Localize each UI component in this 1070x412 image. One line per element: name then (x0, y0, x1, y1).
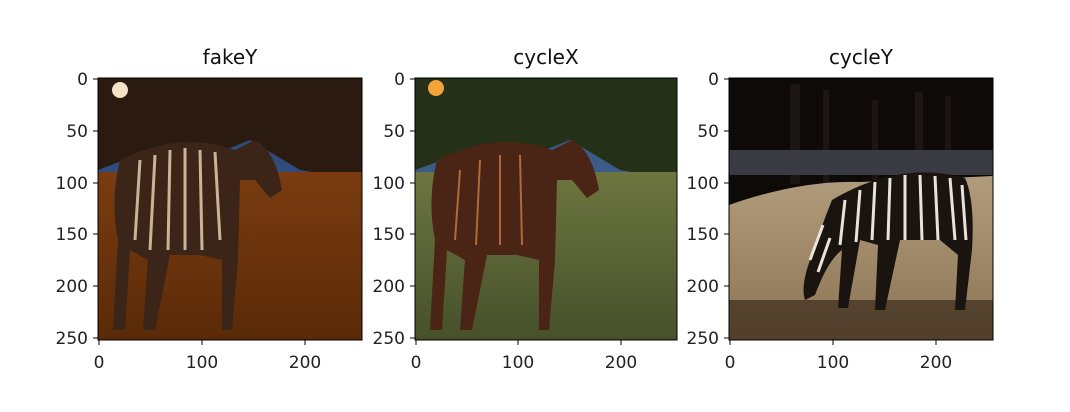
foreground-shadow (729, 300, 993, 340)
y-ticks (724, 78, 729, 339)
zebra-grazing (803, 172, 973, 310)
tree-line (98, 78, 362, 180)
x-tick-labels: 0 100 200 (94, 353, 322, 373)
x-tick-labels: 0 100 200 (411, 353, 638, 373)
fence-posts (790, 84, 951, 185)
y-tick-labels: 0 50 100 150 200 250 (687, 70, 719, 349)
zebra-body (803, 172, 973, 310)
x-ticks (98, 340, 306, 345)
y-tick-label: 250 (687, 329, 719, 349)
zebra-stripes (133, 148, 222, 251)
y-ticks (410, 78, 415, 339)
photo-cyclex (415, 78, 677, 340)
x-tick-label: 100 (186, 353, 218, 373)
panel-title: fakeY (203, 45, 258, 69)
y-tick-label: 250 (373, 329, 405, 349)
panel-title: cycleX (513, 45, 579, 69)
y-tick-label: 0 (394, 70, 405, 90)
tree-line (415, 78, 677, 180)
x-tick-label: 100 (817, 353, 849, 373)
panel-cycley: cycleY (687, 45, 994, 373)
zebra-silhouette (113, 140, 282, 330)
x-tick-label: 0 (411, 353, 422, 373)
x-ticks (729, 340, 937, 345)
panel-fakey: fakeY 0 (56, 45, 363, 373)
horse-stripes (454, 154, 523, 246)
y-tick-label: 0 (77, 70, 88, 90)
zebra-body (113, 140, 282, 330)
y-tick-label: 50 (697, 122, 719, 142)
y-ticks (93, 78, 98, 339)
x-tick-label: 100 (502, 353, 534, 373)
zebra-stripes (808, 174, 968, 273)
y-tick-label: 100 (687, 174, 719, 194)
y-tick-label: 50 (66, 122, 88, 142)
sun-glare (428, 80, 444, 96)
x-tick-label: 200 (920, 353, 952, 373)
y-tick-label: 50 (383, 122, 405, 142)
photo-fakey (98, 78, 362, 340)
y-tick-label: 0 (708, 70, 719, 90)
horse-body (430, 140, 599, 330)
x-tick-label: 200 (605, 353, 637, 373)
y-tick-label: 150 (373, 225, 405, 245)
y-tick-label: 150 (687, 225, 719, 245)
axes-frame (414, 77, 678, 341)
y-tick-labels: 0 50 100 150 200 250 (373, 70, 405, 349)
x-tick-label: 0 (725, 353, 736, 373)
y-tick-label: 200 (373, 277, 405, 297)
x-tick-label: 200 (289, 353, 321, 373)
background-vehicles (729, 150, 993, 175)
horse-silhouette (430, 140, 599, 330)
y-tick-label: 200 (687, 277, 719, 297)
axes-frame (97, 77, 363, 341)
x-ticks (415, 340, 622, 345)
panel-title: cycleY (829, 45, 894, 69)
y-tick-label: 100 (373, 174, 405, 194)
y-tick-label: 100 (56, 174, 88, 194)
y-tick-label: 200 (56, 277, 88, 297)
axes-frame (728, 77, 994, 341)
photo-cycley (729, 78, 993, 340)
x-tick-labels: 0 100 200 (725, 353, 953, 373)
y-tick-label: 150 (56, 225, 88, 245)
y-tick-label: 250 (56, 329, 88, 349)
sun-glare (112, 82, 128, 98)
y-tick-labels: 0 50 100 150 200 250 (56, 70, 88, 349)
panel-cyclex: cycleX 0 50 1 (373, 45, 678, 373)
x-tick-label: 0 (94, 353, 105, 373)
